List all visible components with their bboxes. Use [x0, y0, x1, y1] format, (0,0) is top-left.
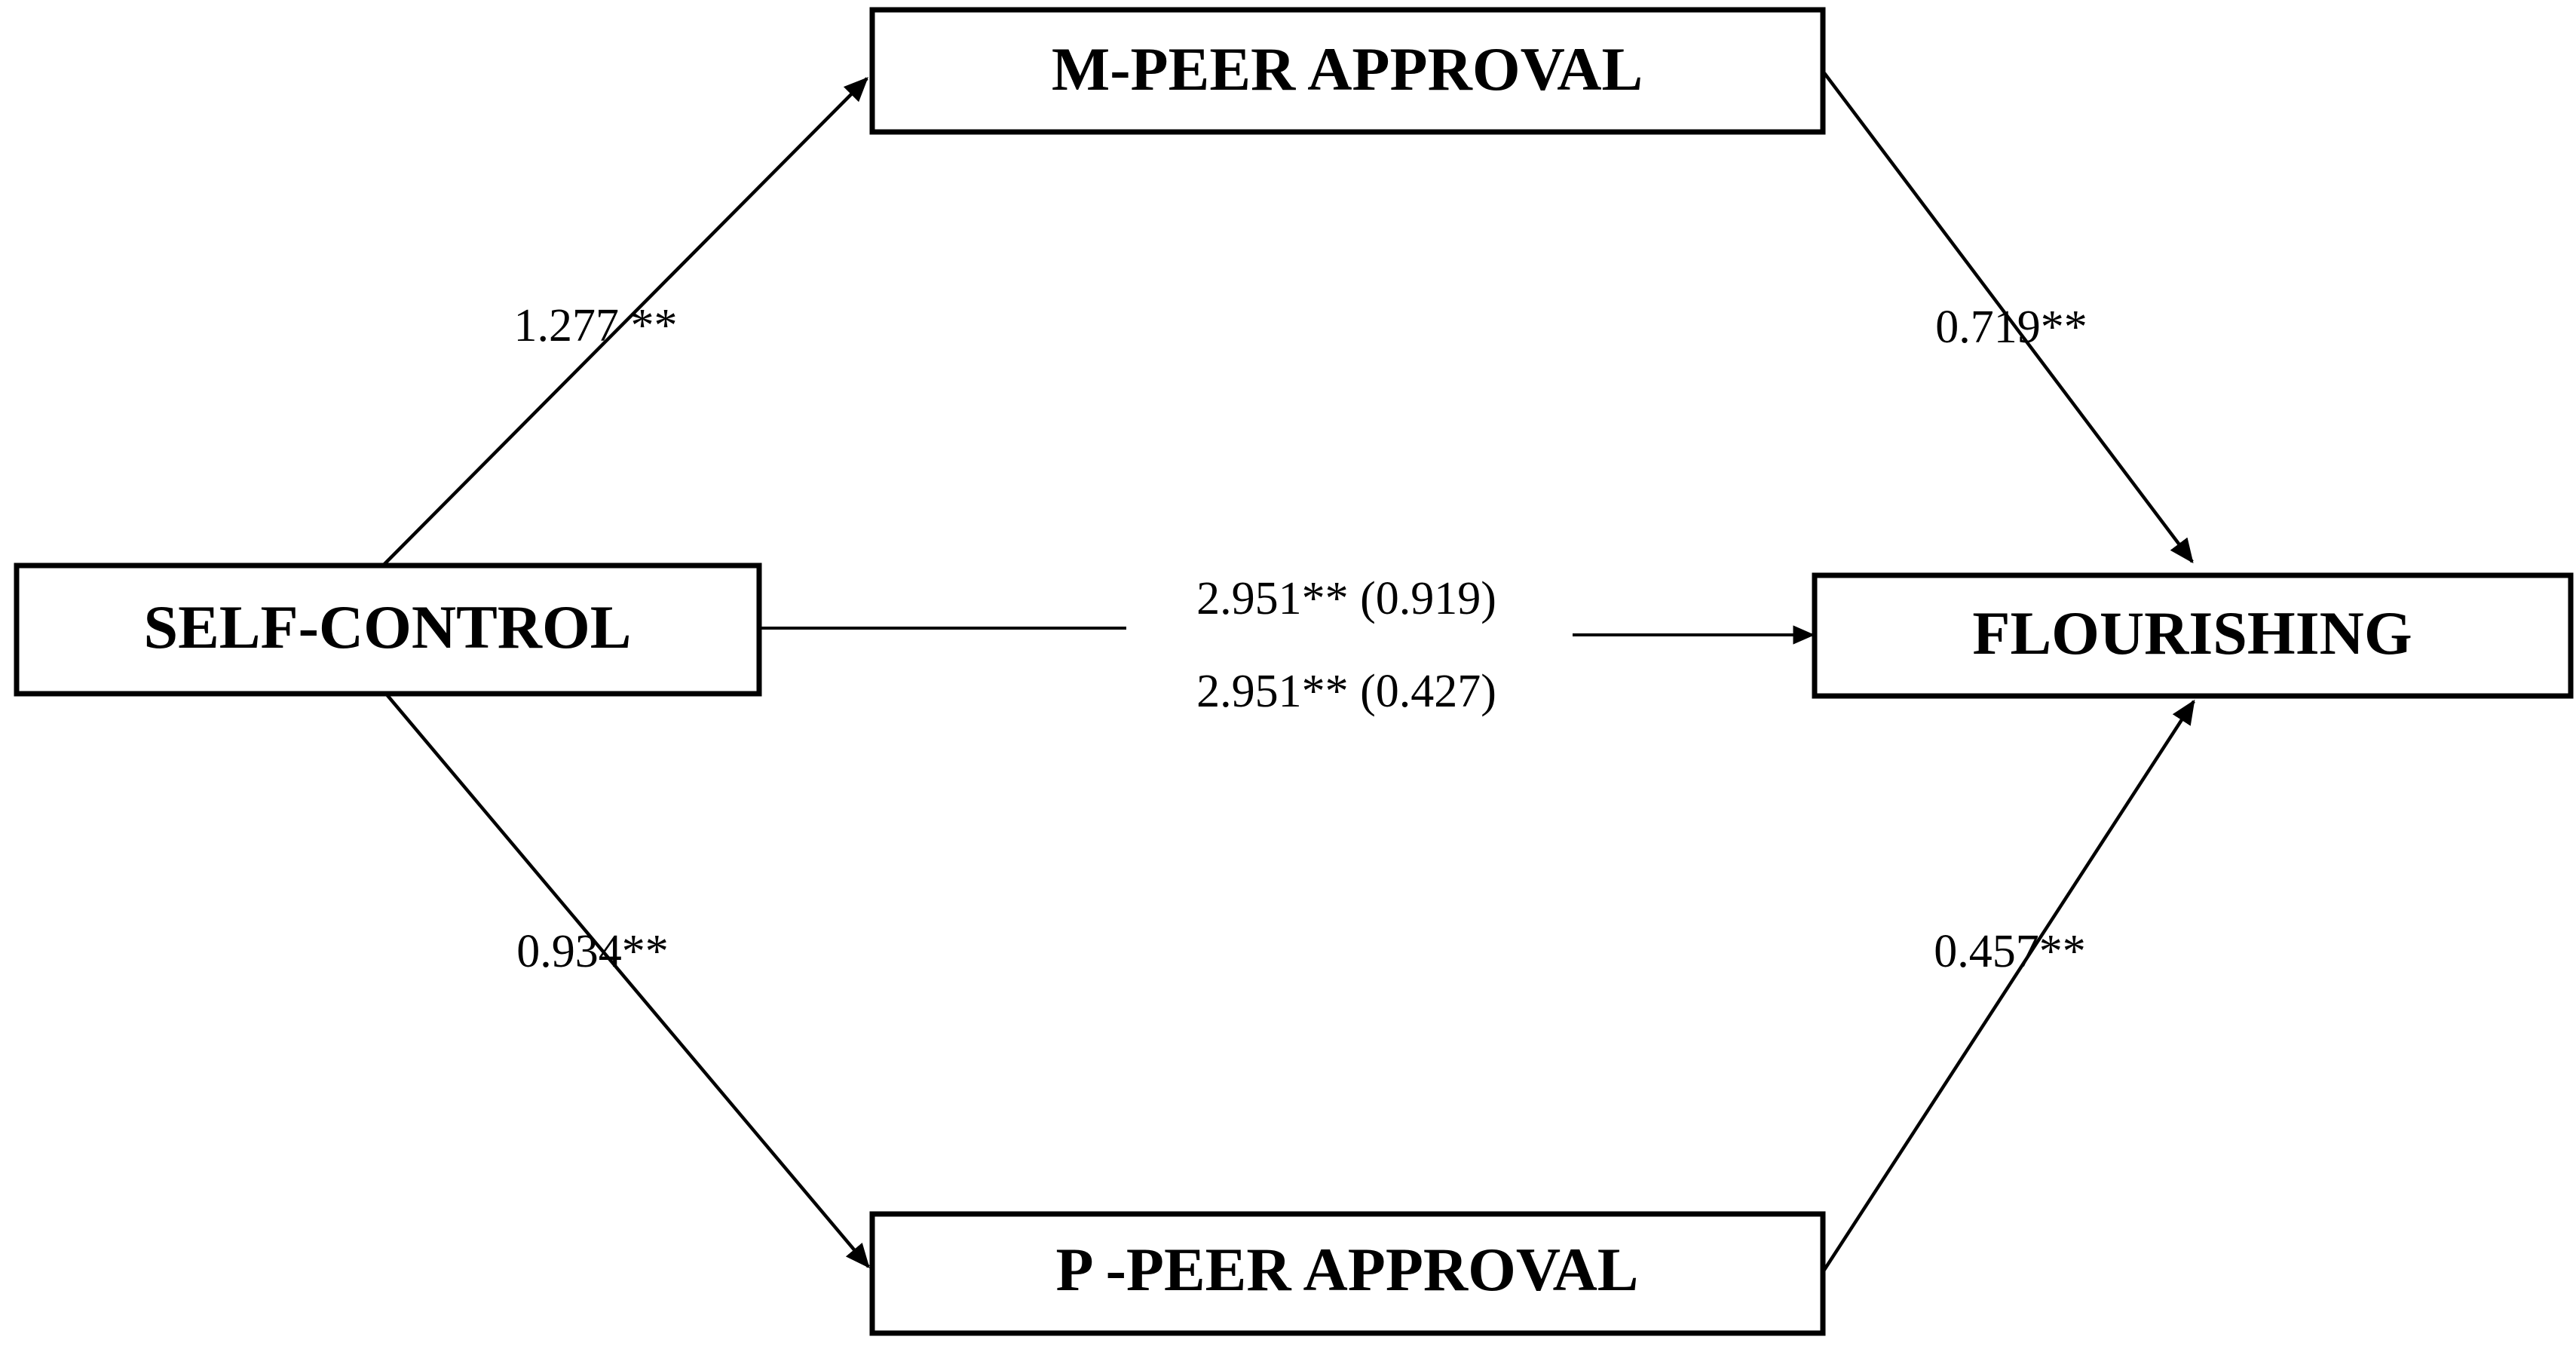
edge-self-control-to-m-peer-approval — [381, 77, 868, 567]
node-m-peer-approval[interactable]: M-PEER APPROVAL — [869, 7, 1826, 135]
node-label-self-control: SELF-CONTROL — [144, 593, 632, 661]
node-box-flourishing[interactable] — [1812, 572, 2574, 699]
node-label-m-peer-approval: M-PEER APPROVAL — [1052, 35, 1643, 103]
node-label-p-peer-approval: P -PEER APPROVAL — [1056, 1235, 1639, 1304]
edge-label-sc-to-ppeer: 0.934** — [516, 926, 669, 977]
node-flourishing[interactable]: FLOURISHING — [1812, 572, 2574, 699]
node-box-p-peer-approval[interactable] — [869, 1211, 1826, 1336]
edge-m-peer-approval-to-flourishing — [1823, 72, 2194, 564]
node-label-flourishing: FLOURISHING — [1972, 599, 2412, 667]
edge-line-sc-to-mpeer — [381, 77, 868, 567]
node-p-peer-approval[interactable]: P -PEER APPROVAL — [869, 1211, 1826, 1336]
edge-line-sc-to-ppeer — [384, 692, 870, 1268]
node-self-control[interactable]: SELF-CONTROL — [14, 563, 762, 697]
edge-p-peer-approval-to-flourishing — [1821, 699, 2195, 1274]
node-box-m-peer-approval[interactable] — [869, 7, 1826, 135]
edge-line-ppeer-to-flourishing — [1821, 699, 2195, 1274]
edge-label-direct-effect: 2.951** (0.427) — [1196, 666, 1496, 717]
edge-line-mpeer-to-flourishing — [1823, 72, 2194, 564]
edge-label-ppeer-to-flourishing: 0.457** — [1934, 926, 2086, 977]
node-box-self-control[interactable] — [14, 563, 762, 697]
edge-self-control-to-p-peer-approval — [384, 692, 870, 1268]
edge-label-direct-total: 2.951** (0.919) — [1196, 573, 1496, 624]
edge-label-mpeer-to-flourishing: 0.719** — [1935, 302, 2087, 353]
edge-self-control-to-flourishing-direct — [759, 625, 1815, 645]
edge-label-sc-to-mpeer: 1.277 ** — [514, 300, 678, 351]
